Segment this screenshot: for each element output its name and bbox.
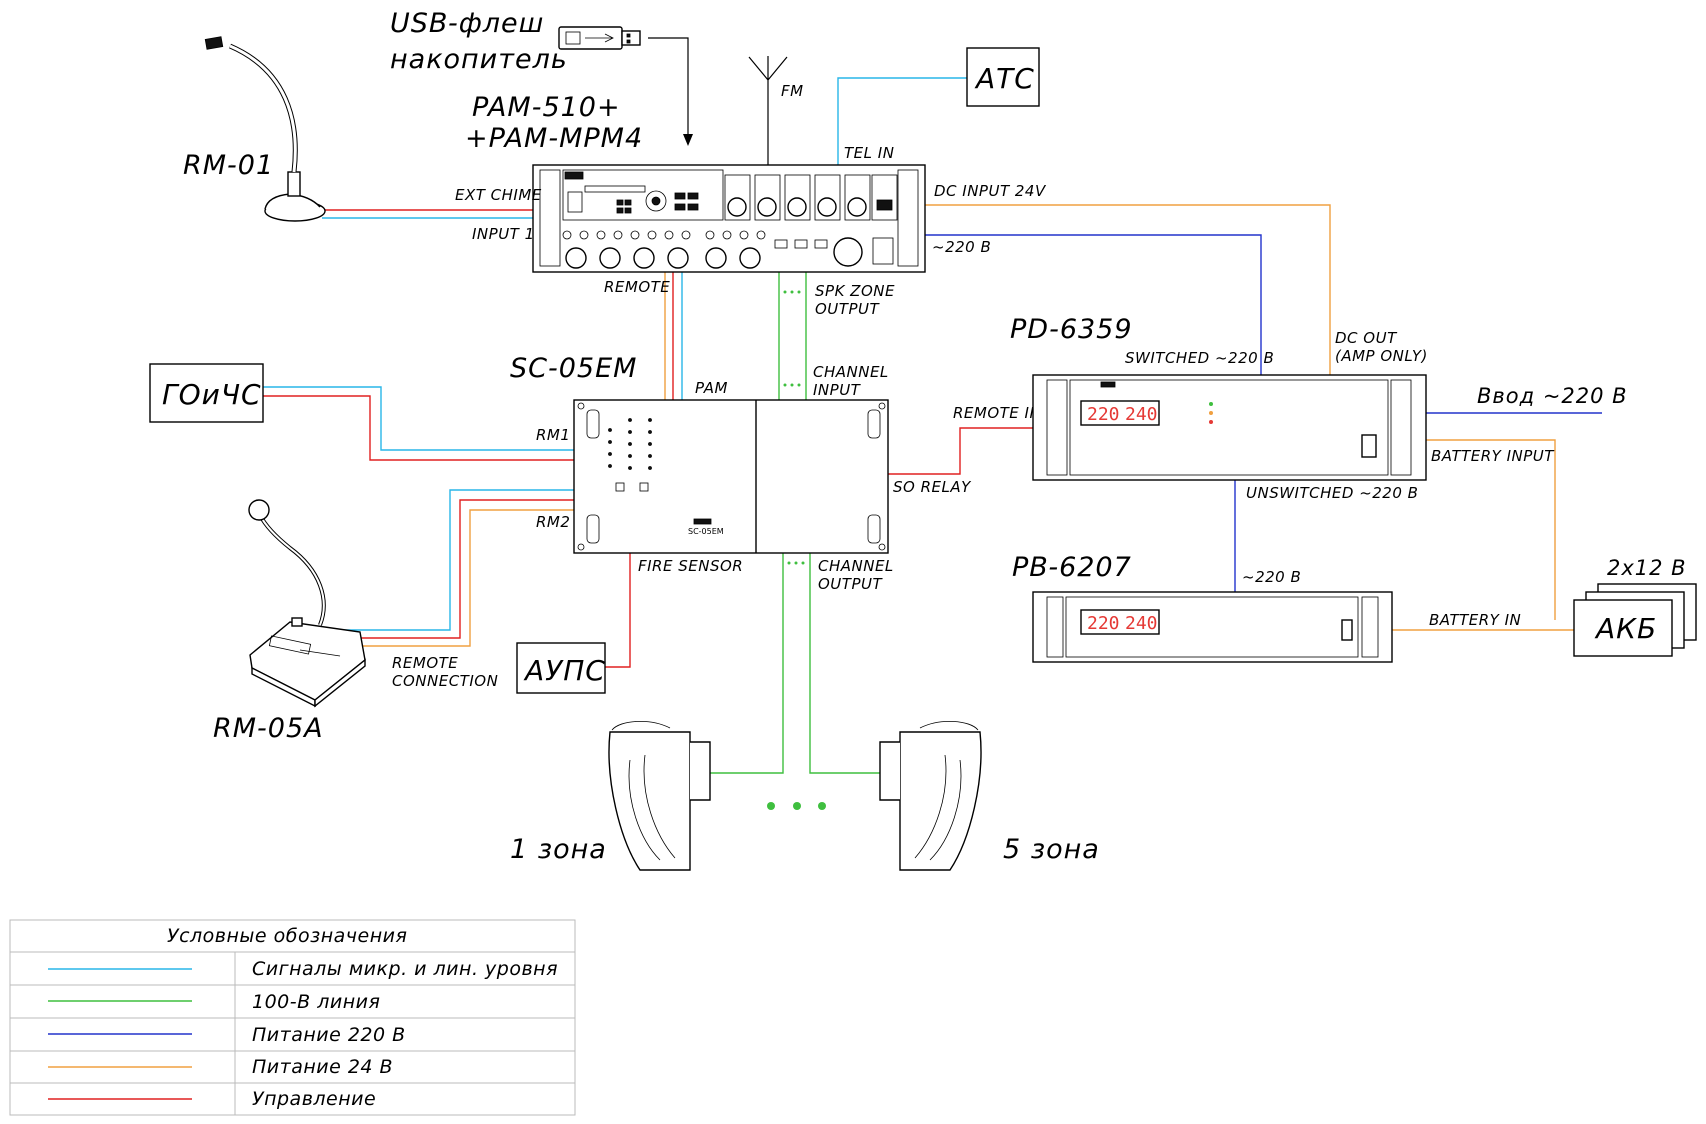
wire-220-pam bbox=[920, 234, 1262, 375]
pam510-amplifier bbox=[532, 164, 926, 273]
port-input1: INPUT 1 bbox=[472, 225, 535, 243]
zone1-label: 1 зона bbox=[510, 834, 607, 865]
port-battery-in: BATTERY IN bbox=[1429, 611, 1521, 629]
sc05em-leds bbox=[608, 418, 652, 492]
ats-label: АТС bbox=[974, 62, 1035, 95]
pam-model-label-line2: +PAM-MPM4 bbox=[465, 123, 643, 154]
aups-box bbox=[516, 642, 606, 694]
port-tel-in: TEL IN bbox=[844, 144, 894, 162]
zone-ellipsis-dot bbox=[767, 802, 775, 810]
legend-item-signal: Сигналы микр. и лин. уровня bbox=[252, 958, 558, 980]
wire-ats-tel-in bbox=[837, 77, 967, 168]
akb-count-label: 2x12 В bbox=[1607, 556, 1687, 580]
port-channel-output-line2: OUTPUT bbox=[818, 575, 883, 593]
port-rm2: RM2 bbox=[536, 513, 570, 531]
sc05em-switcher: SC-05EM bbox=[573, 399, 889, 554]
wire-rm05a-control bbox=[335, 499, 574, 639]
pam-model-label-line1: PAM-510+ bbox=[472, 92, 621, 123]
port-channel-input-line1: CHANNEL bbox=[813, 363, 889, 381]
usb-drive-icon bbox=[558, 26, 641, 50]
port-ac220-pb: ~220 В bbox=[1242, 568, 1301, 586]
akb-label: АКБ bbox=[1594, 612, 1657, 645]
rm05a-label: RM-05A bbox=[213, 713, 324, 744]
fm-label: FM bbox=[781, 82, 804, 100]
legend-item-24v: Питание 24 В bbox=[252, 1056, 393, 1078]
wire-gochs-control bbox=[263, 395, 574, 461]
port-pam: PAM bbox=[695, 379, 728, 397]
port-dc-out-line2: (AMP ONLY) bbox=[1335, 347, 1428, 365]
legend-item-control: Управление bbox=[252, 1088, 376, 1110]
speaker-zone5 bbox=[879, 721, 982, 871]
legend-item-220v: Питание 220 В bbox=[252, 1024, 406, 1046]
pd6359-display-left: 220 bbox=[1087, 404, 1120, 425]
port-battery-input: BATTERY INPUT bbox=[1431, 447, 1555, 465]
usb-label-line1: USB-флеш bbox=[390, 8, 544, 39]
port-ext-chime: EXT CHIME bbox=[455, 186, 542, 204]
port-remote-in: REMOTE IN bbox=[953, 404, 1041, 422]
pd6359-power-sequencer: 220 240 bbox=[1032, 374, 1427, 481]
aups-label: АУПС bbox=[523, 654, 606, 687]
port-dc-input: DC INPUT 24V bbox=[934, 182, 1047, 200]
port-fire-sensor: FIRE SENSOR bbox=[638, 557, 743, 575]
port-spk-zone-line1: SPK ZONE bbox=[815, 282, 895, 300]
usb-arrow bbox=[648, 37, 689, 142]
akb-battery bbox=[1573, 583, 1697, 657]
wire-battery-input bbox=[1426, 439, 1556, 620]
pb6207-battery-charger: 220 240 bbox=[1032, 591, 1393, 663]
zone5-label: 5 зона bbox=[1003, 834, 1100, 865]
wire-gochs-signal bbox=[263, 386, 574, 451]
wire-so-relay bbox=[888, 427, 1033, 475]
port-rm1: RM1 bbox=[536, 426, 570, 444]
port-unswitched: UNSWITCHED ~220 В bbox=[1246, 484, 1418, 502]
sc05em-panel-label: SC-05EM bbox=[688, 527, 724, 536]
wire-rm05a-signal bbox=[335, 489, 574, 631]
rm01-microphone bbox=[204, 36, 326, 222]
pb6207-display-left: 220 bbox=[1087, 613, 1120, 634]
fm-antenna-icon bbox=[748, 56, 788, 168]
port-remote-connection-line2: CONNECTION bbox=[392, 672, 498, 690]
wire-zone5 bbox=[809, 553, 888, 774]
legend-title: Условные обозначения bbox=[167, 925, 407, 947]
pam-knobs bbox=[562, 230, 894, 269]
port-switched: SWITCHED ~220 В bbox=[1125, 349, 1274, 367]
port-vvod: Ввод ~220 В bbox=[1477, 384, 1628, 408]
pb6207-display-right: 240 bbox=[1125, 613, 1158, 634]
port-remote-connection-line1: REMOTE bbox=[392, 654, 458, 672]
pd6359-label: PD-6359 bbox=[1010, 314, 1133, 345]
pd6359-display-right: 240 bbox=[1125, 404, 1158, 425]
usb-label-line2: накопитель bbox=[390, 44, 568, 75]
legend: Условные обозначения Сигналы микр. и лин… bbox=[9, 919, 576, 1116]
port-remote: REMOTE bbox=[604, 278, 670, 296]
port-ac220-pam: ~220 В bbox=[932, 238, 991, 256]
zone-ellipsis-dot bbox=[793, 802, 801, 810]
port-channel-input-line2: INPUT bbox=[813, 381, 862, 399]
ats-box bbox=[966, 47, 1040, 107]
connections bbox=[263, 37, 1602, 810]
sc05em-label: SC-05EM bbox=[510, 353, 637, 384]
mpm4-modules bbox=[724, 174, 898, 221]
wire-rm05a-power bbox=[335, 509, 574, 647]
wire-fire-sensor bbox=[605, 553, 631, 668]
speaker-zone1 bbox=[608, 721, 711, 871]
rm05a-console bbox=[248, 499, 366, 708]
wire-zone1 bbox=[710, 553, 784, 774]
gochs-box bbox=[149, 363, 264, 423]
port-channel-output-line1: CHANNEL bbox=[818, 557, 894, 575]
usb-arrow-head bbox=[683, 134, 693, 146]
wire-dc-input-24v bbox=[920, 204, 1331, 375]
rm01-label: RM-01 bbox=[183, 150, 274, 181]
gochs-label: ГОиЧС bbox=[162, 378, 262, 411]
port-dc-out-line1: DC OUT bbox=[1335, 329, 1398, 347]
port-spk-zone-line2: OUTPUT bbox=[815, 300, 880, 318]
zone-ellipsis-dot bbox=[818, 802, 826, 810]
legend-item-100v: 100-В линия bbox=[252, 991, 380, 1013]
port-so-relay: SO RELAY bbox=[893, 478, 972, 496]
pb6207-label: PB-6207 bbox=[1012, 552, 1132, 583]
